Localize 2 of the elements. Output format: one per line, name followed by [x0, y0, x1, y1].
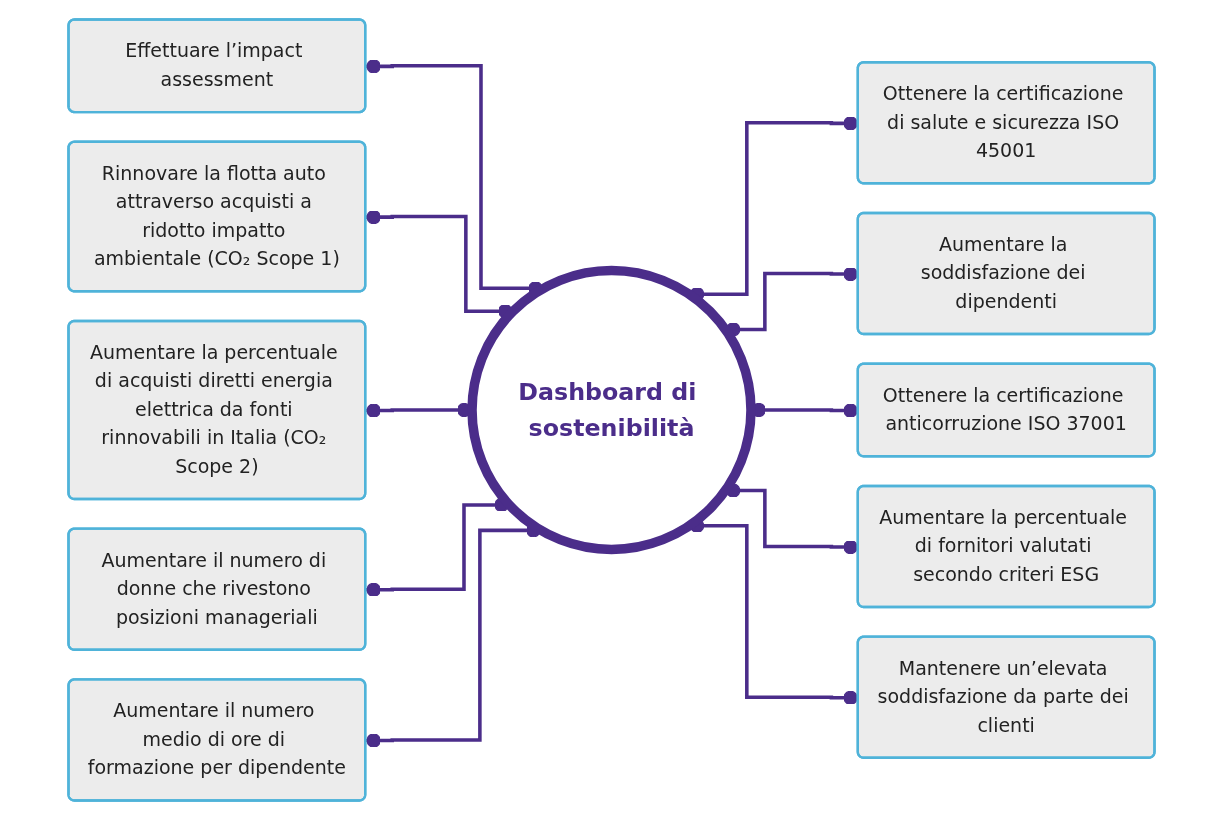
node-circle: Dashboard di sostenibilità [467, 265, 757, 554]
connector [366, 497, 510, 597]
